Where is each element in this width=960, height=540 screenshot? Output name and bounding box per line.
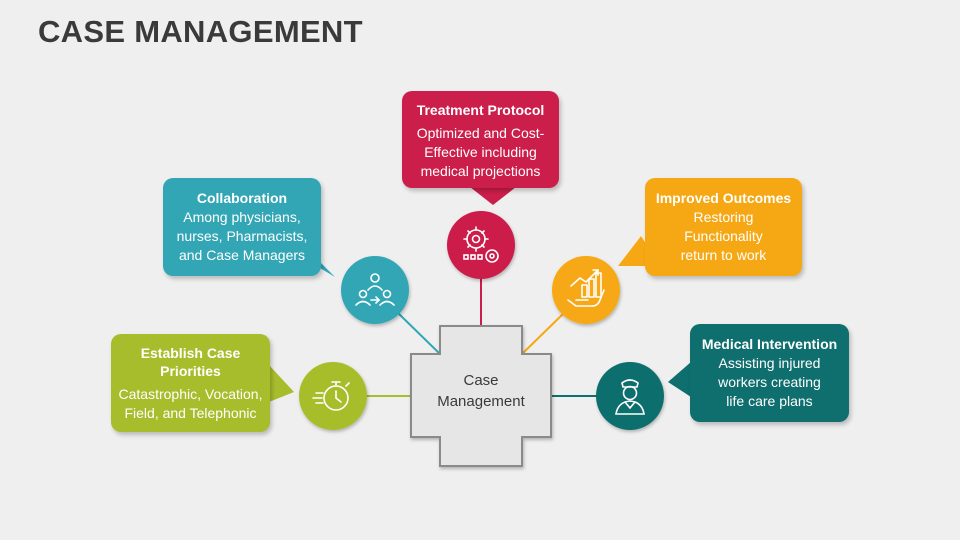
callout-collaboration: Collaboration Among physicians, nurses, …	[163, 178, 321, 276]
callout-line: Restoring	[693, 209, 754, 225]
center-label-line1: Case	[463, 372, 499, 389]
callout-heading: Treatment Protocol	[416, 102, 545, 118]
callout-heading: Improved Outcomes	[655, 190, 792, 206]
connector-collaboration	[396, 311, 441, 355]
callout-line: Field, and Telephonic	[124, 405, 257, 421]
team-collaboration-icon	[355, 273, 395, 306]
center-label: Case Management	[411, 370, 551, 412]
callout-line: nurses, Pharmacists,	[176, 228, 308, 244]
growth-hand-icon	[567, 269, 605, 307]
callout-tail-treatment	[470, 187, 516, 205]
callout-priorities: Establish Case Priorities Catastrophic, …	[111, 334, 270, 432]
callout-line: return to work	[680, 247, 767, 263]
callout-line: and Case Managers	[178, 247, 306, 263]
gears-icon	[463, 226, 499, 263]
circle-collaboration	[341, 256, 409, 324]
callout-line: Optimized and Cost-	[416, 125, 545, 141]
callout-treatment: Treatment Protocol Optimized and Cost- E…	[402, 91, 559, 188]
connector-outcomes	[521, 311, 566, 355]
circle-intervention	[596, 362, 664, 430]
callout-line: Catastrophic, Vocation,	[118, 386, 263, 402]
center-cross-shape	[410, 325, 552, 467]
circle-treatment	[447, 211, 515, 279]
callout-line: medical projections	[420, 163, 541, 179]
callout-outcomes: Improved Outcomes Restoring Functionalit…	[645, 178, 802, 276]
page-title: CASE MANAGEMENT	[38, 14, 363, 49]
callout-line: life care plans	[726, 393, 813, 409]
circle-priorities	[299, 362, 367, 430]
callout-line: Functionality	[684, 228, 763, 244]
callout-intervention: Medical Intervention Assisting injured w…	[690, 324, 849, 422]
nurse-icon	[615, 379, 645, 415]
callout-tail-intervention	[668, 362, 691, 397]
circle-outcomes	[552, 256, 620, 324]
center-label-line2: Management	[437, 393, 525, 410]
callout-heading: Establish Case Priorities	[140, 345, 241, 379]
callout-line: Effective including	[424, 144, 537, 160]
callout-line: workers creating	[718, 374, 821, 390]
callout-line: Assisting injured	[718, 355, 821, 371]
callout-heading: Medical Intervention	[701, 336, 838, 352]
callout-line: Among physicians,	[183, 209, 301, 225]
callout-heading: Collaboration	[196, 190, 288, 206]
stopwatch-icon	[312, 381, 350, 411]
callout-tail-priorities	[269, 365, 294, 402]
